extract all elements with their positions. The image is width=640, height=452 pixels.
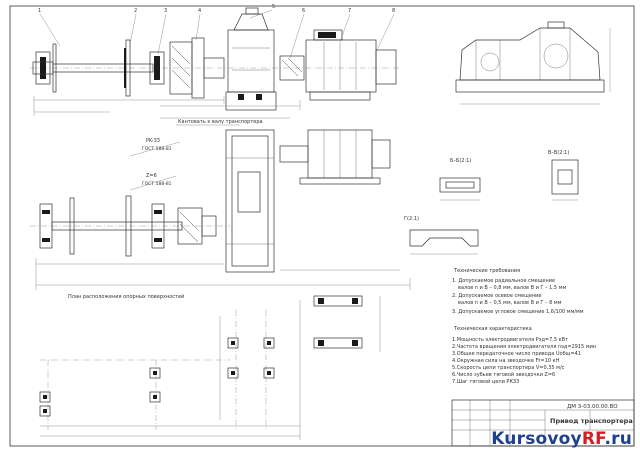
tech-spec-line: 6.Число зубьев тяговой звездочки Z=6 — [452, 371, 555, 378]
tech-spec-line: 1.Мощность электродвигателя Рэд=7,5 кВт — [452, 337, 568, 343]
watermark-logo: KursovoyRF.ru — [491, 429, 632, 449]
position-numbers: 1 2 3 4 5 6 7 8 — [38, 4, 395, 14]
tech-requirement-line: валов n и B – 0,8 мм, валов B и Г – 1,5 … — [458, 285, 566, 291]
position-number: 7 — [348, 8, 351, 14]
position-number: 8 — [392, 8, 395, 14]
document-code: ДМ 3-03.00.00.ВО — [567, 404, 618, 410]
callout-shaft-note: Кантовать к валу транспортера — [178, 119, 263, 125]
tech-requirement-line: валов n и B – 0,5 мм, валов B и Г – 8 мм — [458, 300, 562, 306]
watermark-part: .ru — [604, 429, 632, 449]
front-view — [30, 7, 400, 119]
tech-requirements-title: Технические требования — [453, 268, 520, 274]
plan-view — [30, 129, 411, 290]
position-number: 3 — [164, 8, 167, 14]
chain-standard: ГОСТ 588-81 — [142, 146, 172, 152]
tech-spec-line: 5.Скорость цепи транспортера V=0,35 м/с — [452, 365, 565, 371]
watermark-part: Kursovoy — [491, 429, 582, 449]
tech-specs-title: Техническая характеристика — [453, 326, 532, 332]
position-number: 5 — [272, 4, 275, 10]
tech-spec-line: 3.Общее передаточное число привода Uобщ=… — [452, 351, 581, 357]
tech-requirement-line: 3. Допускаемое угловое смещение 1,6/100 … — [452, 309, 584, 315]
position-number: 2 — [134, 8, 137, 14]
position-number: 6 — [302, 8, 305, 14]
section-label-v: В–В(2:1) — [548, 150, 569, 156]
sprocket-label: Z=6 — [146, 173, 157, 179]
chain-label: PK-33 — [146, 138, 160, 144]
position-number: 4 — [198, 8, 201, 14]
sprocket-standard: ГОСТ 588-81 — [142, 181, 172, 187]
tech-spec-line: 4.Окружная сила на звездочке Ft=10 кН — [452, 358, 560, 364]
section-label-b: Б–Б(2:1) — [450, 158, 471, 164]
drawing-frame — [9, 5, 635, 447]
drawing-title: Привод транспортера — [550, 417, 633, 425]
tech-spec-line: 2.Частота вращения электродвигателя nэд=… — [452, 344, 596, 350]
title-block — [451, 399, 635, 447]
tech-requirement-line: 2. Допускаемое осевое смещение — [452, 293, 542, 299]
anchor-plan — [39, 295, 381, 440]
tech-requirement-line: 1. Допускаемое радиальное смещение — [452, 278, 555, 284]
technical-specifications: Техническая характеристика 1.Мощность эл… — [452, 326, 596, 385]
position-number: 1 — [38, 8, 41, 14]
technical-requirements: Технические требования 1. Допускаемое ра… — [452, 268, 584, 315]
watermark-part: RF — [581, 429, 605, 449]
section-label-g: Г(2:1) — [404, 216, 419, 222]
gearbox-side-view — [455, 21, 611, 105]
anchor-plan-caption: План расположения опорных поверхностей — [68, 293, 184, 300]
tech-spec-line: 7.Шаг тяговой цепи РК33 — [452, 378, 519, 385]
section-views — [409, 159, 579, 255]
